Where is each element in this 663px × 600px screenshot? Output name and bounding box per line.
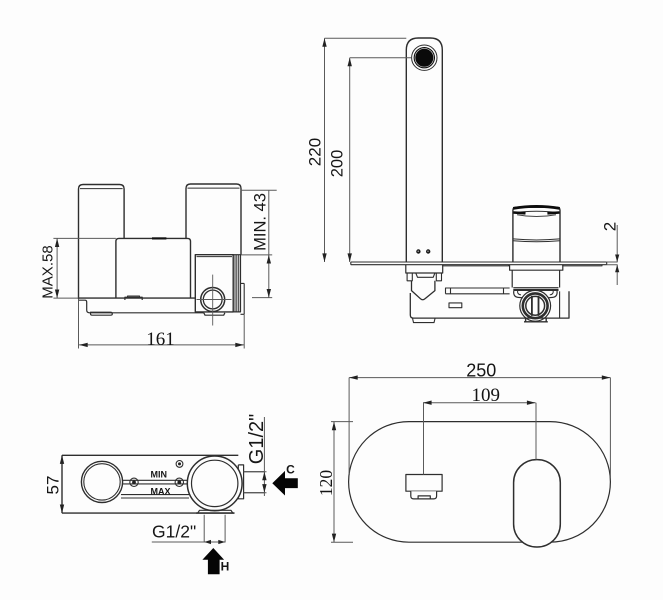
svg-text:57: 57 [43, 476, 62, 495]
svg-text:200: 200 [328, 150, 346, 178]
svg-text:MIN. 43: MIN. 43 [251, 193, 269, 251]
svg-text:C: C [286, 462, 295, 476]
svg-text:MIN: MIN [151, 470, 168, 480]
svg-text:250: 250 [466, 360, 496, 380]
svg-text:120: 120 [316, 470, 336, 497]
svg-text:161: 161 [146, 329, 175, 350]
svg-text:MAX.58: MAX.58 [39, 245, 56, 298]
svg-text:G1/2": G1/2" [246, 414, 268, 464]
svg-text:MAX: MAX [151, 487, 171, 497]
svg-text:2: 2 [600, 222, 619, 231]
svg-text:220: 220 [305, 138, 324, 166]
svg-text:109: 109 [471, 385, 500, 406]
svg-text:G1/2": G1/2" [152, 522, 196, 542]
svg-text:H: H [221, 559, 230, 573]
